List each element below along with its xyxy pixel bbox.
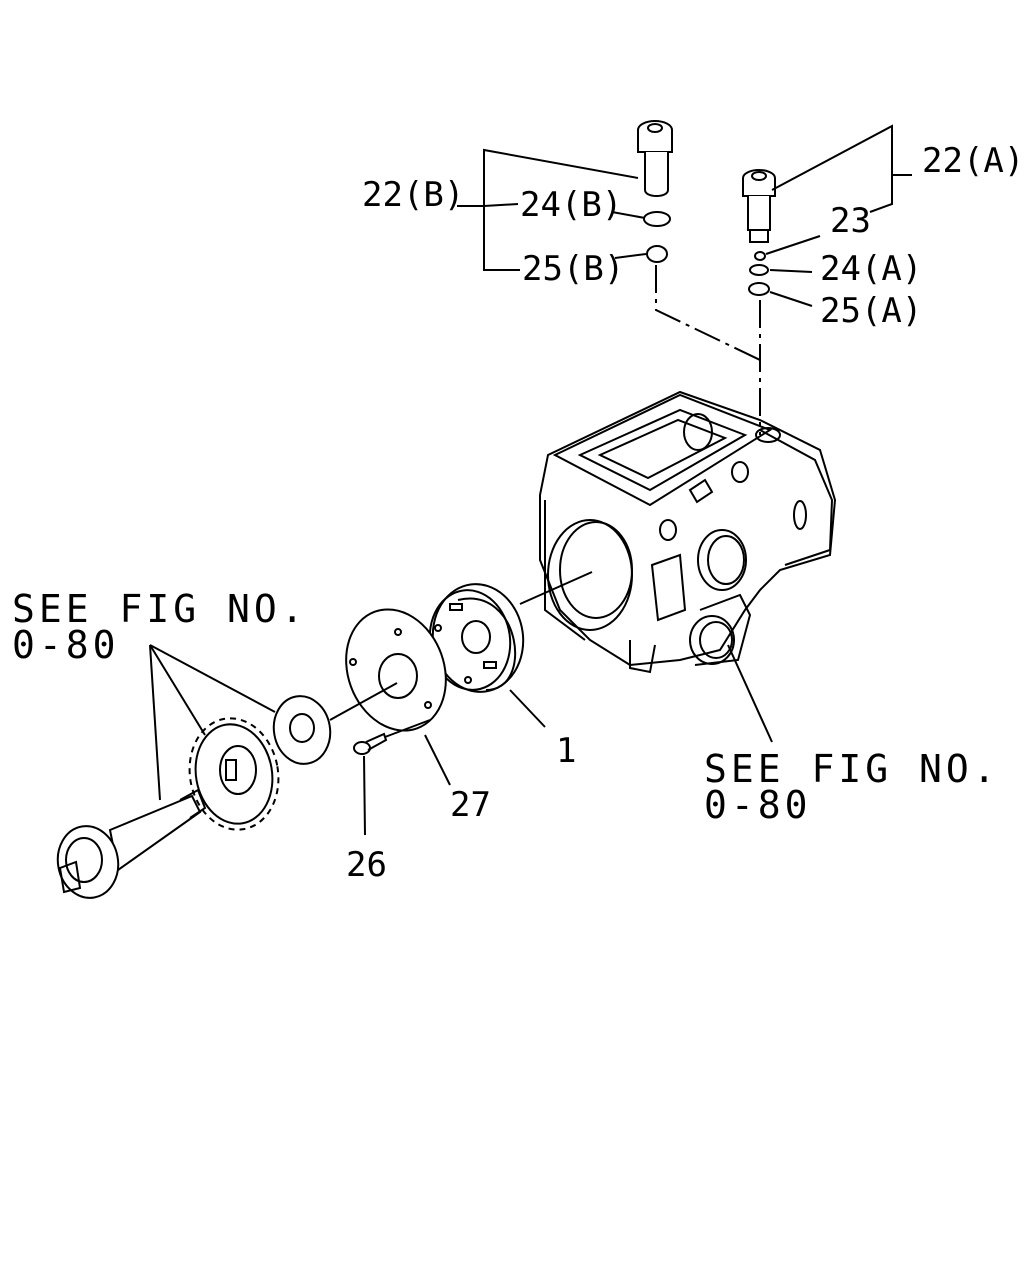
label-23: 23 [830, 201, 871, 241]
leader-lines [149, 124, 912, 836]
thrust-washer [272, 695, 332, 765]
see-fig-left-line2: 0-80 [12, 623, 120, 667]
label-26: 26 [346, 845, 387, 885]
o-ring-24b [643, 211, 671, 227]
see-fig-right-line1: SEE FIG NO. [704, 747, 1000, 791]
see-fig-left-line1: SEE FIG NO. [12, 587, 308, 631]
valve-22a [742, 169, 776, 243]
gasket-plate-27 [345, 608, 447, 732]
o-ring-25a [748, 282, 770, 296]
label-25a: 25(A) [820, 291, 922, 331]
label-25b: 25(B) [522, 249, 624, 289]
drive-shaft [56, 788, 207, 899]
valve-22b [637, 120, 673, 197]
pump-housing [539, 390, 837, 674]
spring-23 [754, 251, 766, 261]
see-fig-right-line2: 0-80 [704, 783, 812, 827]
label-1: 1 [556, 731, 576, 771]
label-22a: 22(A) [922, 141, 1024, 181]
label-27: 27 [450, 785, 491, 825]
o-ring-25b [646, 245, 668, 263]
drive-gear [188, 717, 280, 831]
o-ring-24a [749, 264, 769, 276]
label-24a: 24(A) [820, 249, 922, 289]
label-24b: 24(B) [520, 185, 622, 225]
label-22b: 22(B) [362, 175, 464, 215]
screw-26 [353, 732, 388, 755]
